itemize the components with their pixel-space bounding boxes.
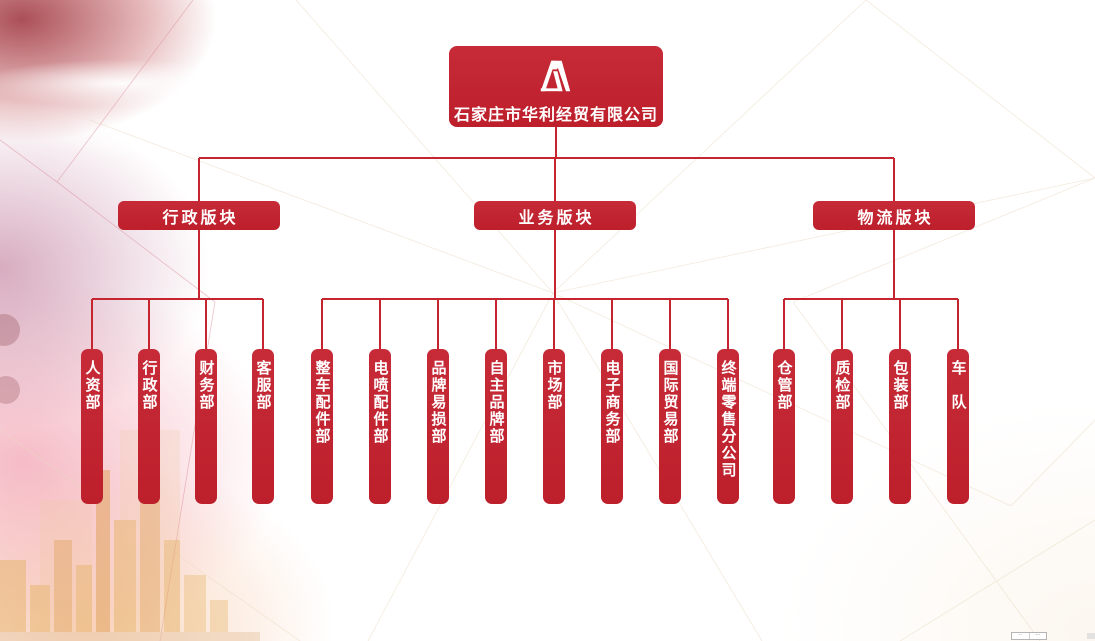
department-label: 包装部 (891, 360, 909, 411)
mesh-lines-left (0, 0, 216, 641)
company-logo-icon (540, 60, 571, 91)
department-bar-logistics-0: 仓管部 (773, 349, 795, 504)
department-bar-logistics-3: 车 队 (947, 349, 969, 504)
department-label: 车 队 (949, 360, 967, 411)
department-label: 质检部 (833, 360, 851, 411)
department-bar-business-5: 电子商务部 (601, 349, 623, 504)
company-root-box: 石家庄市华利经贸有限公司 (449, 46, 663, 127)
city-skyline (0, 314, 260, 641)
department-label: 国际贸易部 (661, 360, 679, 445)
corner-artifact (1087, 633, 1095, 639)
department-bar-business-6: 国际贸易部 (659, 349, 681, 504)
department-label: 整车配件部 (313, 360, 331, 445)
department-label: 行政部 (140, 360, 158, 411)
mini-scrollbar-right[interactable]: ··· (1035, 633, 1041, 638)
department-bar-admin-0: 人资部 (81, 349, 103, 504)
department-bar-logistics-2: 包装部 (889, 349, 911, 504)
department-label: 财务部 (197, 360, 215, 411)
department-bar-business-0: 整车配件部 (311, 349, 333, 504)
department-bar-admin-2: 财务部 (195, 349, 217, 504)
department-bar-logistics-1: 质检部 (831, 349, 853, 504)
division-box-logistics: 物流版块 (813, 201, 975, 230)
department-bar-business-3: 自主品牌部 (485, 349, 507, 504)
company-name: 石家庄市华利经贸有限公司 (453, 106, 658, 124)
department-label: 电喷配件部 (371, 360, 389, 445)
mini-scrollbar[interactable]: ·· ··· (1011, 632, 1047, 640)
department-bar-business-7: 终端零售分公司 (717, 349, 739, 504)
department-label: 终端零售分公司 (719, 360, 737, 479)
mini-scrollbar-left[interactable]: ·· (1012, 633, 1030, 639)
department-bar-admin-3: 客服部 (252, 349, 274, 504)
department-bar-admin-1: 行政部 (138, 349, 160, 504)
department-label: 人资部 (83, 360, 101, 411)
division-box-business: 业务版块 (474, 201, 636, 230)
department-label: 电子商务部 (603, 360, 621, 445)
division-box-admin: 行政版块 (118, 201, 280, 230)
department-bar-business-1: 电喷配件部 (369, 349, 391, 504)
department-bar-business-4: 市场部 (543, 349, 565, 504)
department-bar-business-2: 品牌易损部 (427, 349, 449, 504)
department-label: 品牌易损部 (429, 360, 447, 445)
department-label: 仓管部 (775, 360, 793, 411)
department-label: 客服部 (254, 360, 272, 411)
department-label: 自主品牌部 (487, 360, 505, 445)
department-label: 市场部 (545, 360, 563, 411)
